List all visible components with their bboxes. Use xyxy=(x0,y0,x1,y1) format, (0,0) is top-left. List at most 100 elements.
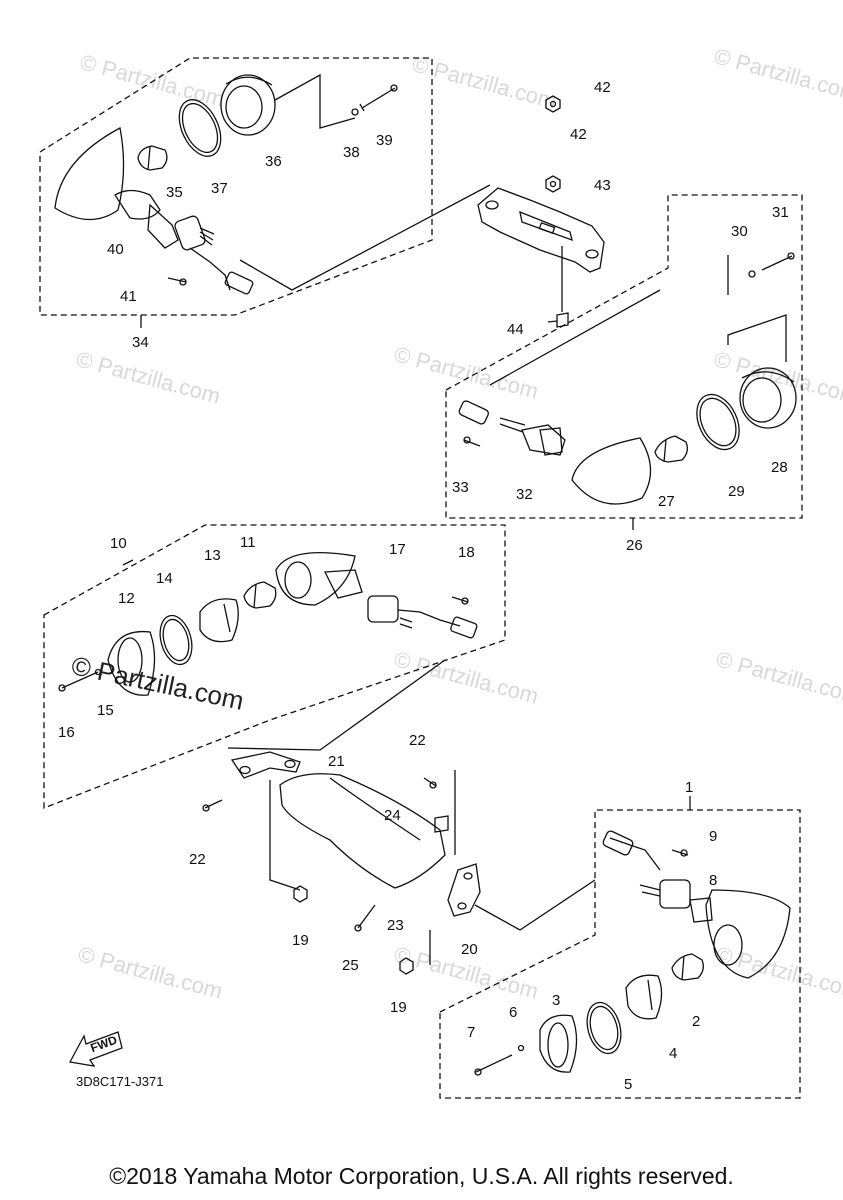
callout-14: 14 xyxy=(156,570,173,587)
lens-3 xyxy=(539,1014,578,1073)
callout-27: 27 xyxy=(658,493,675,510)
callout-2: 2 xyxy=(692,1013,701,1030)
callout-35: 35 xyxy=(166,184,183,201)
diagram-code: 3D8C171-J371 xyxy=(76,1074,164,1089)
group-outline-26 xyxy=(445,194,803,519)
bulb-27 xyxy=(654,435,688,463)
screw-25 xyxy=(354,904,376,932)
callout-16: 16 xyxy=(58,724,75,741)
screw-9 xyxy=(671,849,689,857)
washer-30 xyxy=(748,270,756,278)
screw-18 xyxy=(451,596,469,605)
reflector-13 xyxy=(199,598,239,643)
lens-28 xyxy=(739,367,797,429)
nut-42-lower xyxy=(545,175,561,193)
collar-24 xyxy=(434,815,449,833)
callout-10: 10 xyxy=(110,535,127,552)
lens-12 xyxy=(107,630,156,696)
gasket-37 xyxy=(178,99,222,157)
callout-18: 18 xyxy=(458,544,475,561)
callout-11: 11 xyxy=(240,534,256,551)
callout-6: 6 xyxy=(509,1004,518,1021)
callout-37: 37 xyxy=(211,180,228,197)
callout-38: 38 xyxy=(343,144,360,161)
housing-26 xyxy=(539,427,652,505)
group-outline-34 xyxy=(39,57,433,316)
callout-15: 15 xyxy=(97,702,114,719)
callout-44: 44 xyxy=(507,321,524,338)
callout-19-left: 19 xyxy=(292,932,309,949)
callout-17: 17 xyxy=(389,541,406,558)
callout-23: 23 xyxy=(387,917,404,934)
lens-36 xyxy=(220,74,276,136)
callout-34: 34 xyxy=(132,334,149,351)
washer-6 xyxy=(517,1044,525,1052)
callout-42-upper: 42 xyxy=(594,79,611,96)
callout-3: 3 xyxy=(552,992,561,1009)
callout-33: 33 xyxy=(452,479,469,496)
bulb-2 xyxy=(671,953,704,981)
screw-22-left xyxy=(202,799,223,812)
callout-31: 31 xyxy=(772,204,789,221)
screw-41 xyxy=(167,277,187,286)
callout-8: 8 xyxy=(709,872,718,889)
callout-26: 26 xyxy=(626,537,643,554)
nut-19-left xyxy=(293,885,308,903)
screw-16 xyxy=(58,671,99,692)
callout-21: 21 xyxy=(328,753,345,770)
cover-23 xyxy=(279,773,446,889)
callout-1: 1 xyxy=(685,779,694,796)
screw-7 xyxy=(474,1054,513,1076)
callout-7: 7 xyxy=(467,1024,476,1041)
callout-24: 24 xyxy=(384,807,401,824)
housing-1 xyxy=(689,889,791,979)
callout-19-right: 19 xyxy=(390,999,407,1016)
callout-12: 12 xyxy=(118,590,135,607)
group-outline-10 xyxy=(43,524,506,809)
callout-28: 28 xyxy=(771,459,788,476)
screw-33 xyxy=(463,436,481,447)
callout-5: 5 xyxy=(624,1076,633,1093)
callout-13: 13 xyxy=(204,547,221,564)
callout-41: 41 xyxy=(120,288,137,305)
screw-22-upper xyxy=(423,777,437,789)
bracket-20 xyxy=(447,863,481,917)
bracket-43 xyxy=(477,187,605,273)
housing-10 xyxy=(275,551,363,606)
stay-8 xyxy=(602,830,691,909)
stay-40 xyxy=(147,203,254,295)
leader-lines xyxy=(122,73,787,965)
callout-42-lower: 42 xyxy=(570,126,587,143)
callout-25: 25 xyxy=(342,957,359,974)
washer-38 xyxy=(351,108,359,116)
copyright-notice: ©2018 Yamaha Motor Corporation, U.S.A. A… xyxy=(109,1163,734,1189)
reflector-4 xyxy=(625,974,663,1020)
callout-32: 32 xyxy=(516,486,533,503)
callout-22-upper: 22 xyxy=(409,732,426,749)
callout-29: 29 xyxy=(728,483,745,500)
bracket-21 xyxy=(230,751,301,779)
gasket-14 xyxy=(159,614,193,666)
callout-43: 43 xyxy=(594,177,611,194)
fwd-arrow-icon xyxy=(68,1031,123,1067)
callout-39: 39 xyxy=(376,132,393,149)
washer-15 xyxy=(94,668,102,676)
nut-19-right xyxy=(399,957,414,975)
stay-17 xyxy=(367,595,478,639)
gasket-29 xyxy=(696,393,740,451)
nut-42-upper xyxy=(545,95,561,113)
callout-20: 20 xyxy=(461,941,478,958)
screw-31 xyxy=(761,252,795,271)
bulb-11 xyxy=(243,581,277,609)
callout-40: 40 xyxy=(107,241,124,258)
callout-30: 30 xyxy=(731,223,748,240)
stay-32 xyxy=(458,400,566,456)
screw-44 xyxy=(547,312,569,328)
callout-9: 9 xyxy=(709,828,718,845)
group-outline-1 xyxy=(439,809,801,1099)
bulb-35 xyxy=(137,145,168,171)
callout-4: 4 xyxy=(669,1045,678,1062)
callout-22-left: 22 xyxy=(189,851,206,868)
screw-39 xyxy=(359,84,398,112)
